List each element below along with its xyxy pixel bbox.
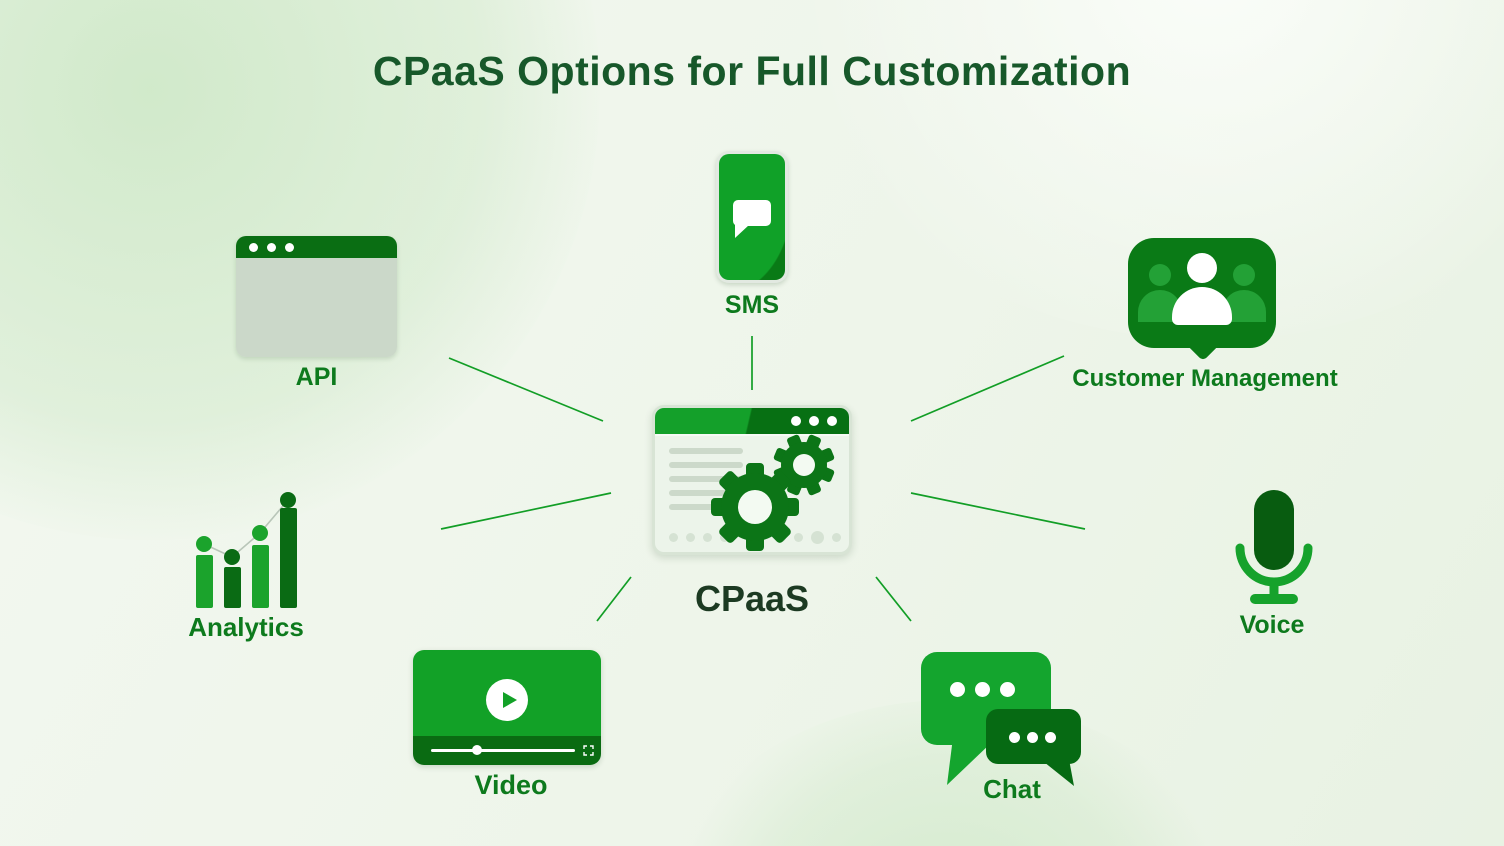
video-control-bar <box>413 736 601 765</box>
connector-customer-management <box>910 355 1065 422</box>
text-line <box>669 504 719 510</box>
progress-track <box>431 749 575 752</box>
phone-message-icon <box>716 151 788 283</box>
text-line <box>669 448 743 454</box>
typing-dot <box>950 682 965 697</box>
fullscreen-icon <box>583 745 594 756</box>
play-button-icon <box>486 679 528 721</box>
api-label: API <box>295 363 338 391</box>
analytics-label: Analytics <box>188 612 304 642</box>
person-icon <box>1172 287 1232 325</box>
video-player-icon <box>413 650 601 765</box>
window-dot <box>267 242 276 252</box>
window-dot <box>791 416 801 426</box>
footer-dot <box>703 533 712 542</box>
text-line <box>669 490 731 496</box>
microphone-icon <box>1235 490 1313 604</box>
browser-window-with-gears-icon <box>652 405 852 555</box>
message-bubble <box>733 200 771 226</box>
footer-dot <box>832 533 841 542</box>
cpaas-hub-label: CPaaS <box>694 578 810 619</box>
person-icon <box>1187 253 1217 283</box>
typing-dot <box>1009 732 1020 743</box>
connector-analytics <box>440 492 612 530</box>
window-body <box>236 258 397 357</box>
video-label: Video <box>474 770 548 800</box>
typing-dot <box>1045 732 1056 743</box>
footer-dot <box>720 533 729 542</box>
window-dot <box>827 416 837 426</box>
typing-dot <box>975 682 990 697</box>
window-dot <box>809 416 819 426</box>
connector-video <box>596 576 632 622</box>
bar-chart-trend-icon <box>196 492 297 608</box>
message-bubble-tail <box>735 225 749 238</box>
connector-voice <box>910 492 1086 530</box>
sms-label: SMS <box>724 291 780 319</box>
window-dot <box>249 242 258 252</box>
chat-label: Chat <box>983 774 1041 804</box>
page-title: CPaaS Options for Full Customization <box>372 48 1132 94</box>
footer-dot <box>777 533 786 542</box>
footer-dot <box>794 533 803 542</box>
connector-chat <box>875 576 912 622</box>
footer-dot <box>686 533 695 542</box>
voice-label: Voice <box>1239 611 1305 639</box>
play-triangle-icon <box>503 692 517 708</box>
browser-window-icon <box>236 236 397 357</box>
footer-dot <box>811 531 824 544</box>
connector-api <box>448 357 604 422</box>
chat-bubble-dark <box>986 709 1081 764</box>
typing-dot <box>1027 732 1038 743</box>
footer-dot <box>669 533 678 542</box>
person-icon <box>1149 264 1171 286</box>
text-line <box>669 476 743 482</box>
progress-knob <box>472 745 482 755</box>
window-titlebar <box>236 236 397 258</box>
chat-bubbles-icon <box>921 652 1083 786</box>
phone-screen <box>719 154 785 280</box>
window-dot <box>285 242 294 252</box>
window-titlebar <box>655 408 849 436</box>
people-speech-bubble-icon <box>1128 238 1276 348</box>
person-icon <box>1233 264 1255 286</box>
text-line <box>669 462 743 468</box>
video-screen <box>413 650 601 736</box>
customer-management-label: Customer Management <box>1072 365 1338 392</box>
typing-dot <box>1000 682 1015 697</box>
